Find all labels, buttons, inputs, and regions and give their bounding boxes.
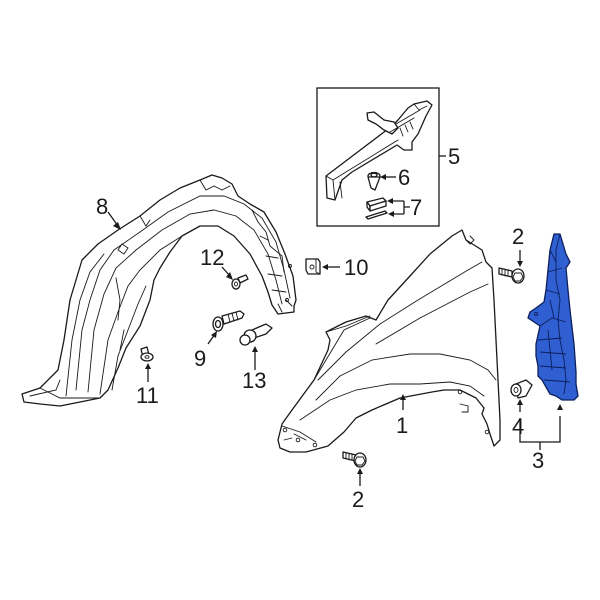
rivet-11-part[interactable]: [140, 346, 154, 362]
callout-13: 13: [242, 368, 266, 393]
callout-9: 9: [194, 346, 206, 371]
callout-3: 3: [532, 448, 544, 473]
highlighted-bracket-part[interactable]: [527, 233, 579, 401]
screw-9-part[interactable]: [212, 310, 245, 332]
callout-12: 12: [200, 245, 224, 270]
inset-box: [316, 87, 440, 227]
callout-5: 5: [448, 144, 460, 169]
callout-1: 1: [396, 413, 408, 438]
callout-4: 4: [512, 414, 524, 439]
bolt-upper-part[interactable]: [498, 267, 525, 284]
callout-11: 11: [136, 383, 159, 408]
fender-extension-part[interactable]: [325, 100, 433, 201]
nut-clip-10-part[interactable]: [305, 258, 321, 275]
retainer-part[interactable]: [367, 171, 381, 191]
clip-4-part[interactable]: [510, 379, 533, 399]
callout-2-lower: 2: [352, 487, 364, 512]
callout-8: 8: [96, 194, 108, 219]
callout-2-upper: 2: [512, 224, 524, 249]
fender-part[interactable]: [277, 229, 501, 453]
clip-13-part[interactable]: [239, 323, 273, 346]
callout-10: 10: [344, 255, 368, 280]
callout-6: 6: [398, 165, 410, 190]
pad-parts[interactable]: [365, 197, 388, 220]
rivet-12-part[interactable]: [231, 274, 249, 290]
bolt-lower-part[interactable]: [342, 451, 367, 468]
fender-liner-part[interactable]: [21, 174, 297, 407]
callout-7: 7: [410, 195, 422, 220]
